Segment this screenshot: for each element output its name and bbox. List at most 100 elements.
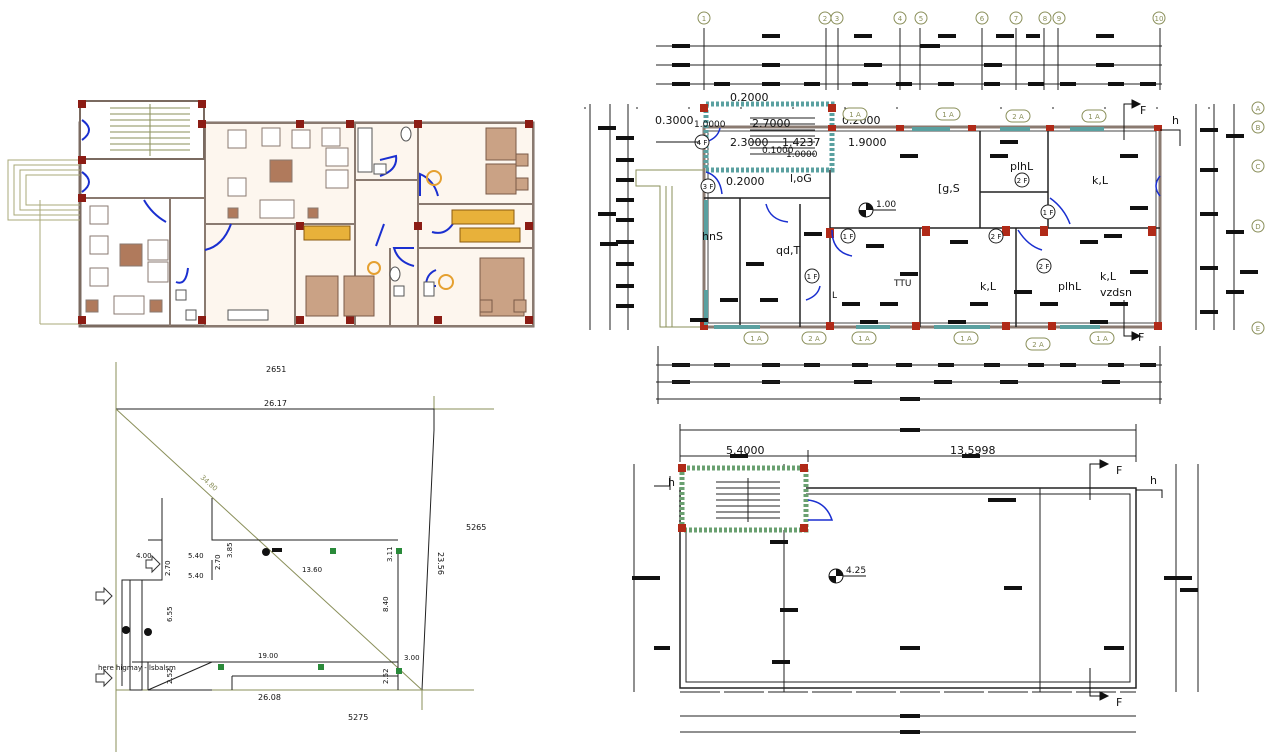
ground-plan-windows bbox=[704, 127, 1104, 329]
site-dim: 5.40 bbox=[188, 572, 204, 580]
grid-label: 2 bbox=[823, 15, 827, 23]
section-markers-ground bbox=[656, 99, 1181, 341]
room-name: plhL bbox=[1058, 280, 1082, 293]
site-label: 26.08 bbox=[258, 693, 281, 702]
room-name: l,oG bbox=[790, 172, 812, 185]
stair-treads-ground bbox=[750, 117, 815, 155]
room-name: [g,S bbox=[938, 182, 960, 195]
level-value: 4.25 bbox=[846, 566, 866, 576]
dim-label: 1.9000 bbox=[848, 136, 887, 149]
room-name: L bbox=[832, 291, 837, 301]
grid-label: 4 bbox=[898, 15, 903, 23]
window-tag: 1 A bbox=[858, 335, 870, 343]
room-name: vzdsn bbox=[1100, 286, 1132, 299]
site-dim: 3.11 bbox=[386, 546, 394, 562]
section-label: F bbox=[1140, 104, 1146, 117]
site-dim: 19.00 bbox=[258, 652, 278, 660]
site-dim: 2.70 bbox=[214, 554, 222, 570]
bedroom-beds bbox=[305, 127, 529, 317]
dim-label: 1.0000 bbox=[786, 150, 818, 160]
dim-label: 0.2000 bbox=[726, 175, 765, 188]
door-tag: 1 F bbox=[843, 233, 854, 241]
door-tag: 2 F bbox=[1017, 177, 1028, 185]
door-tags: 4 F 3 F 1 F 2 F 1 F 2 F 2 F 1 F bbox=[694, 134, 1056, 284]
roof-outline bbox=[679, 487, 1137, 689]
roof-door-swing bbox=[807, 499, 834, 521]
section-label: F bbox=[1116, 696, 1122, 709]
grid-label: 5 bbox=[919, 15, 923, 23]
grid-bubbles-right: A B C D E bbox=[1251, 101, 1265, 335]
lamps bbox=[367, 170, 454, 290]
roof-dimension-bars bbox=[632, 428, 1198, 734]
ground-plan-interior-walls bbox=[704, 131, 1160, 327]
site-label: 5265 bbox=[466, 523, 486, 532]
site-dim: 2.52 bbox=[382, 668, 390, 684]
dim-label: 2.7000 bbox=[752, 117, 791, 130]
terrace-steps bbox=[7, 159, 80, 325]
entry-arrows bbox=[95, 554, 161, 688]
site-label: 2651 bbox=[266, 365, 286, 374]
section-label: h bbox=[1172, 114, 1179, 127]
room-name: k,L bbox=[1092, 174, 1109, 187]
roof-stair-treads bbox=[716, 478, 780, 522]
structural-columns bbox=[78, 100, 533, 324]
dimensioned-ground-plan: 1 2 3 4 5 6 7 8 9 10 A B C D E bbox=[584, 11, 1265, 404]
site-plan: 2651 26.17 5265 23.56 5275 26.08 34.80 4… bbox=[95, 362, 494, 752]
section-label: h bbox=[668, 476, 675, 489]
room-name: hnS bbox=[702, 230, 723, 243]
grid-label: 9 bbox=[1057, 15, 1061, 23]
site-level-markers bbox=[122, 548, 282, 636]
dim-label: 0.2000 bbox=[730, 91, 769, 104]
site-dim: 8.40 bbox=[382, 596, 390, 612]
window-tag: 1 A bbox=[1088, 113, 1100, 121]
grid-label: 6 bbox=[980, 15, 985, 23]
bottom-dimension-lines bbox=[656, 346, 1162, 404]
ground-plan-outline bbox=[702, 125, 1162, 329]
site-dim: 13.60 bbox=[302, 566, 322, 574]
level-value: 1.00 bbox=[876, 200, 896, 210]
site-dim: 3.85 bbox=[226, 542, 234, 558]
door-tag: 3 F bbox=[703, 183, 714, 191]
ground-plan-inner-line bbox=[707, 130, 1157, 324]
ground-plan-columns bbox=[700, 104, 1162, 330]
window-tag: 1 A bbox=[750, 335, 762, 343]
window-tags: 1 A 1 A 2 A 1 A 1 A 2 A 1 A 1 A 2 A 1 A bbox=[743, 107, 1115, 351]
room-name: k,L bbox=[980, 280, 997, 293]
site-columns bbox=[218, 548, 402, 674]
grid-label: 1 bbox=[702, 15, 706, 23]
site-dim: 5.40 bbox=[188, 552, 204, 560]
room-name: plhL bbox=[1010, 160, 1034, 173]
section-label: F bbox=[1138, 331, 1144, 344]
grid-label: C bbox=[1256, 163, 1261, 171]
window-tag: 2 A bbox=[1032, 341, 1044, 349]
roof-dim-label: 13.5998 bbox=[950, 444, 996, 457]
grid-label: 10 bbox=[1155, 15, 1164, 23]
roof-stair-shaft bbox=[679, 465, 809, 533]
door-tag: 2 F bbox=[1039, 263, 1050, 271]
grid-label: B bbox=[1256, 124, 1261, 132]
site-dim: 2.52 bbox=[166, 668, 174, 684]
dim-label: 1.0000 bbox=[694, 120, 726, 130]
bathroom-fixtures bbox=[175, 126, 435, 321]
site-dim: 2.70 bbox=[164, 560, 172, 576]
dim-label: 1.4237 bbox=[782, 136, 821, 149]
grid-label: 8 bbox=[1043, 15, 1047, 23]
top-dimension-lines bbox=[656, 28, 1162, 90]
grid-bubbles-top: 1 2 3 4 5 6 7 8 9 10 bbox=[697, 11, 1166, 25]
grid-label: D bbox=[1255, 223, 1260, 231]
section-label: F bbox=[1116, 464, 1122, 477]
site-road-note: here higmay - lsbalsm bbox=[98, 664, 176, 672]
furnished-floor-plan bbox=[7, 100, 535, 328]
ground-plan-door-swings bbox=[705, 127, 1161, 301]
window-tag: 1 A bbox=[1096, 335, 1108, 343]
window-tag: 2 A bbox=[808, 335, 820, 343]
tables bbox=[303, 209, 521, 243]
door-tag: 1 F bbox=[1043, 209, 1054, 217]
window-tag: 1 A bbox=[960, 335, 972, 343]
dim-label: 0.3000 bbox=[655, 114, 694, 127]
level-marker-roof: 4.25 bbox=[828, 566, 866, 584]
window-tag: 1 A bbox=[942, 111, 954, 119]
section-markers-roof bbox=[654, 459, 1163, 701]
ground-plan-terrace bbox=[635, 169, 704, 328]
